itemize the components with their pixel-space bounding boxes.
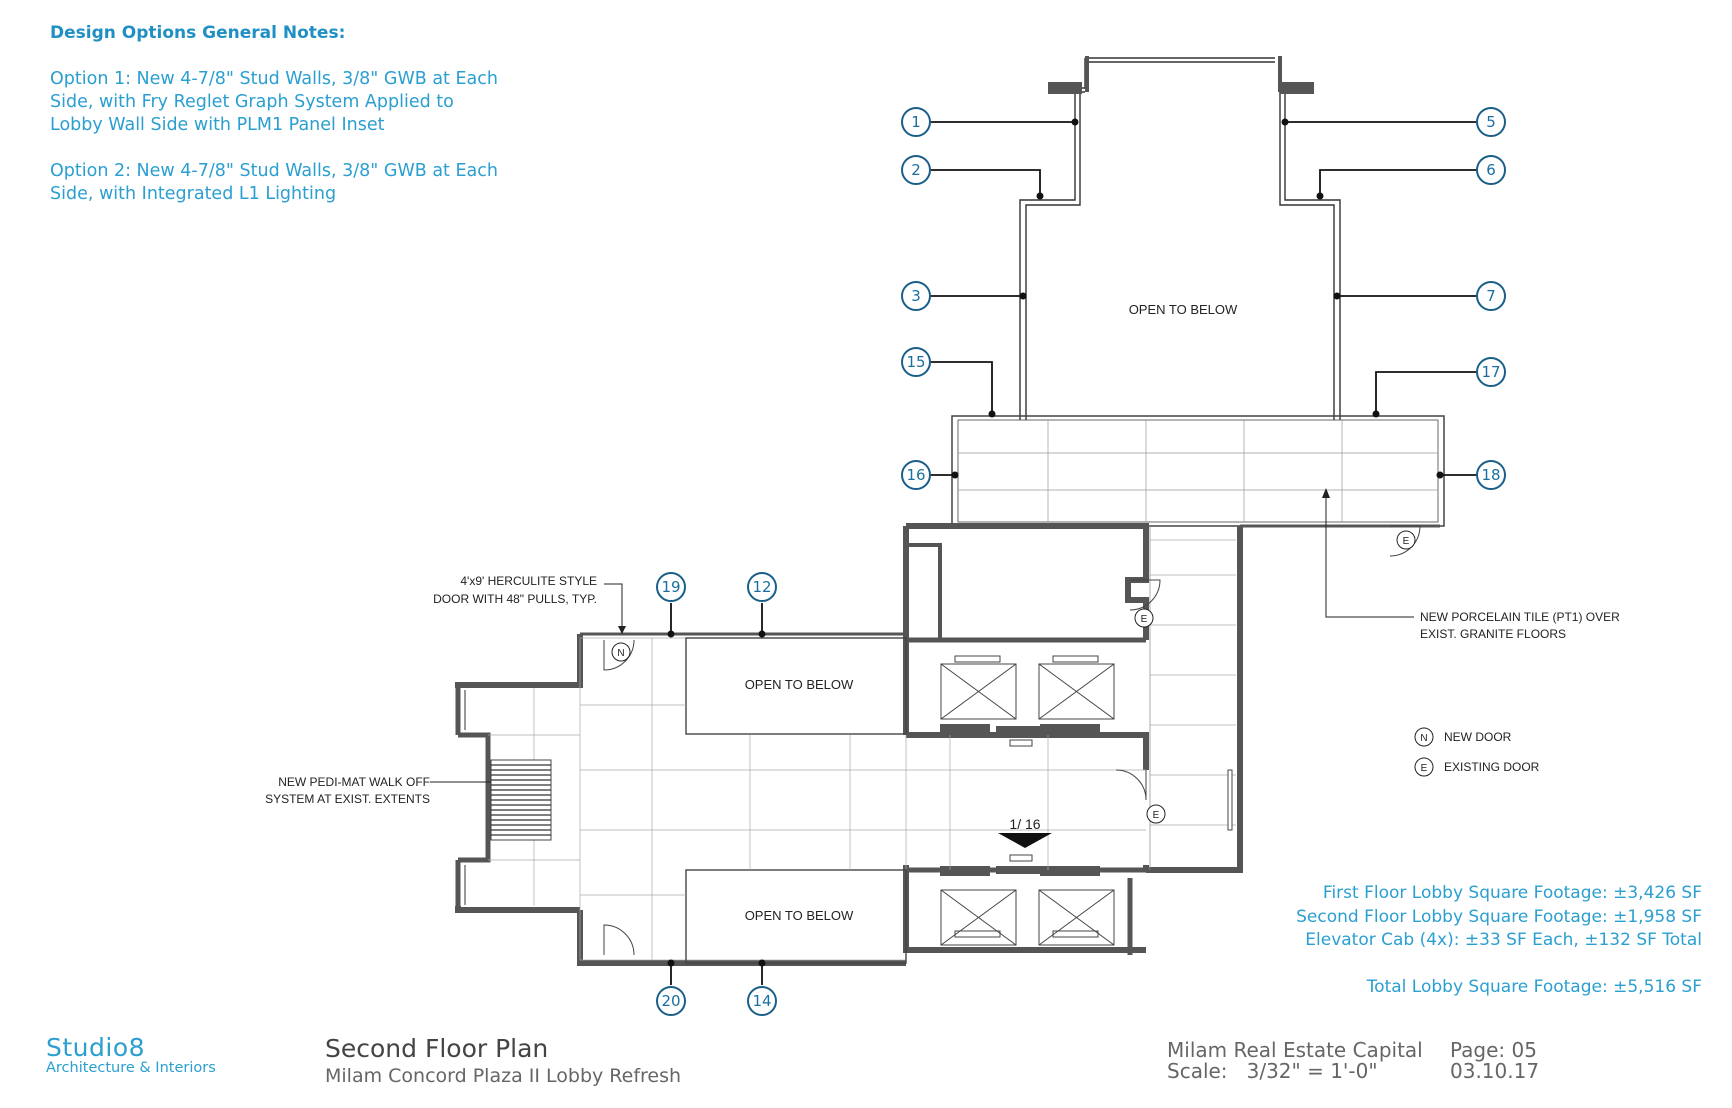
room-label-open-bottom: OPEN TO BELOW [745,908,854,923]
section-ref-label: 1/ 16 [1009,816,1040,832]
firm-logo: Studio8 Architecture & Interiors [46,1033,216,1076]
annotation-tile-2: EXIST. GRANITE FLOORS [1420,627,1566,641]
callout-1: 1 [911,113,921,131]
callout-15: 15 [906,353,925,371]
callout-12: 12 [752,578,771,596]
callout-15-circle [901,347,931,377]
door-leader-arrow [618,626,626,634]
annotation-tile-1: NEW PORCELAIN TILE (PT1) OVER [1420,610,1620,624]
callout-7: 7 [1486,287,1496,305]
legend-new-symbol: N [1420,733,1427,744]
callout-6-circle [1476,155,1506,185]
square-footage-summary: First Floor Lobby Square Footage: ±3,426… [1296,882,1702,999]
callout-3-circle [901,281,931,311]
callout-leaders [670,121,1477,985]
legend-existing-symbol: E [1421,763,1428,774]
client-name: Milam Real Estate Capital [1167,1038,1423,1062]
legend-existing-symbol-circle [1414,757,1434,777]
sheet-title: Second Floor Plan [325,1034,549,1063]
callout-14: 14 [752,992,771,1010]
section-marker [998,833,1052,848]
atrium-walls [1019,57,1341,420]
room-label-open-mid: OPEN TO BELOW [745,677,854,692]
sqft-second-floor: Second Floor Lobby Square Footage: ±1,95… [1296,906,1702,927]
elevator-bank-upper [940,655,1115,747]
lobby-tile-grid [488,637,1146,964]
elevator-bank-lower [940,854,1115,946]
callout-16-circle [901,460,931,490]
callout-17-circle [1476,357,1506,387]
elevator-door-upper-3 [1040,724,1100,734]
issue-date: 03.10.17 [1450,1059,1540,1083]
callout-16: 16 [906,466,925,484]
annotation-door-2: DOOR WITH 48" PULLS, TYP. [433,592,597,606]
legend-new-symbol-circle [1414,727,1434,747]
callout-20-circle [656,986,686,1016]
legend-new-label: NEW DOOR [1444,730,1512,744]
notes-option-2: Option 2: New 4-7/8" Stud Walls, 3/8" GW… [50,161,498,204]
drawing-scale: Scale: 3/32" = 1'-0" [1167,1059,1378,1083]
annotation-leaders [430,490,1414,783]
door-tag-existing-1: E [1141,614,1148,625]
sqft-total: Total Lobby Square Footage: ±5,516 SF [1366,976,1702,997]
sqft-first-floor: First Floor Lobby Square Footage: ±3,426… [1322,883,1702,903]
design-notes: Design Options General Notes: Option 1: … [50,22,510,229]
room-label-atrium: OPEN TO BELOW [1129,302,1238,317]
east-door-panel [1227,769,1233,831]
callout-18-circle [1476,460,1506,490]
notes-option-1: Option 1: New 4-7/8" Stud Walls, 3/8" GW… [50,69,498,135]
callout-7-circle [1476,281,1506,311]
annotation-door-1: 4'x9' HERCULITE STYLE [460,574,597,588]
door-tag-new: N [617,648,624,659]
elevator-door-lower-3 [1040,866,1100,876]
callout-6: 6 [1486,161,1496,179]
notes-heading: Design Options General Notes: [50,23,346,43]
door-tag-existing-3: E [1403,536,1410,547]
elevator-door-upper-1 [940,724,990,734]
callout-3: 3 [911,287,921,305]
atrium-wall-stub-right [1280,82,1314,94]
client-block: Milam Real Estate Capital Scale: 3/32" =… [1167,1040,1423,1082]
elevator-door-lower-2 [996,866,1040,874]
atrium-wall-stub-left [1048,82,1082,94]
sheet-title-block: Second Floor Plan Milam Concord Plaza II… [325,1034,681,1087]
callout-19-circle [656,572,686,602]
door-tag-existing-2-circle [1146,804,1166,824]
door-tag-new-circle [611,642,631,662]
door-tag-existing-1-circle [1134,608,1154,628]
page-block: Page: 05 03.10.17 [1450,1040,1539,1082]
callout-2-circle [901,155,931,185]
callout-2: 2 [911,161,921,179]
atrium-pier-right [1278,56,1282,92]
annotation-mat-1: NEW PEDI-MAT WALK OFF [278,775,430,789]
door-swings [603,525,1421,956]
callout-12-circle [747,572,777,602]
annotation-mat-2: SYSTEM AT EXIST. EXTENTS [265,792,430,806]
callout-20: 20 [661,992,680,1010]
sqft-elevator-cab: Elevator Cab (4x): ±33 SF Each, ±132 SF … [1305,930,1702,950]
callout-dots [667,118,1444,967]
callout-5-circle [1476,107,1506,137]
page-number: Page: 05 [1450,1038,1537,1062]
tile-leader-arrow [1322,488,1330,498]
legend-existing-label: EXISTING DOOR [1444,760,1540,774]
door-tag-existing-3-circle [1396,530,1416,550]
callout-5: 5 [1486,113,1496,131]
firm-subtitle: Architecture & Interiors [46,1060,216,1076]
project-name: Milam Concord Plaza II Lobby Refresh [325,1065,682,1087]
elevator-door-upper-2 [996,726,1040,734]
door-tag-existing-2: E [1153,810,1160,821]
pedi-mat-hatch [491,764,551,836]
elevator-door-lower-1 [940,866,990,876]
atrium-pier-left [1085,56,1089,92]
upper-corridor [951,415,1445,527]
callout-18: 18 [1481,466,1500,484]
callout-14-circle [747,986,777,1016]
callout-19: 19 [661,578,680,596]
callout-17: 17 [1481,363,1500,381]
callout-1-circle [901,107,931,137]
firm-name: Studio8 [46,1033,146,1062]
